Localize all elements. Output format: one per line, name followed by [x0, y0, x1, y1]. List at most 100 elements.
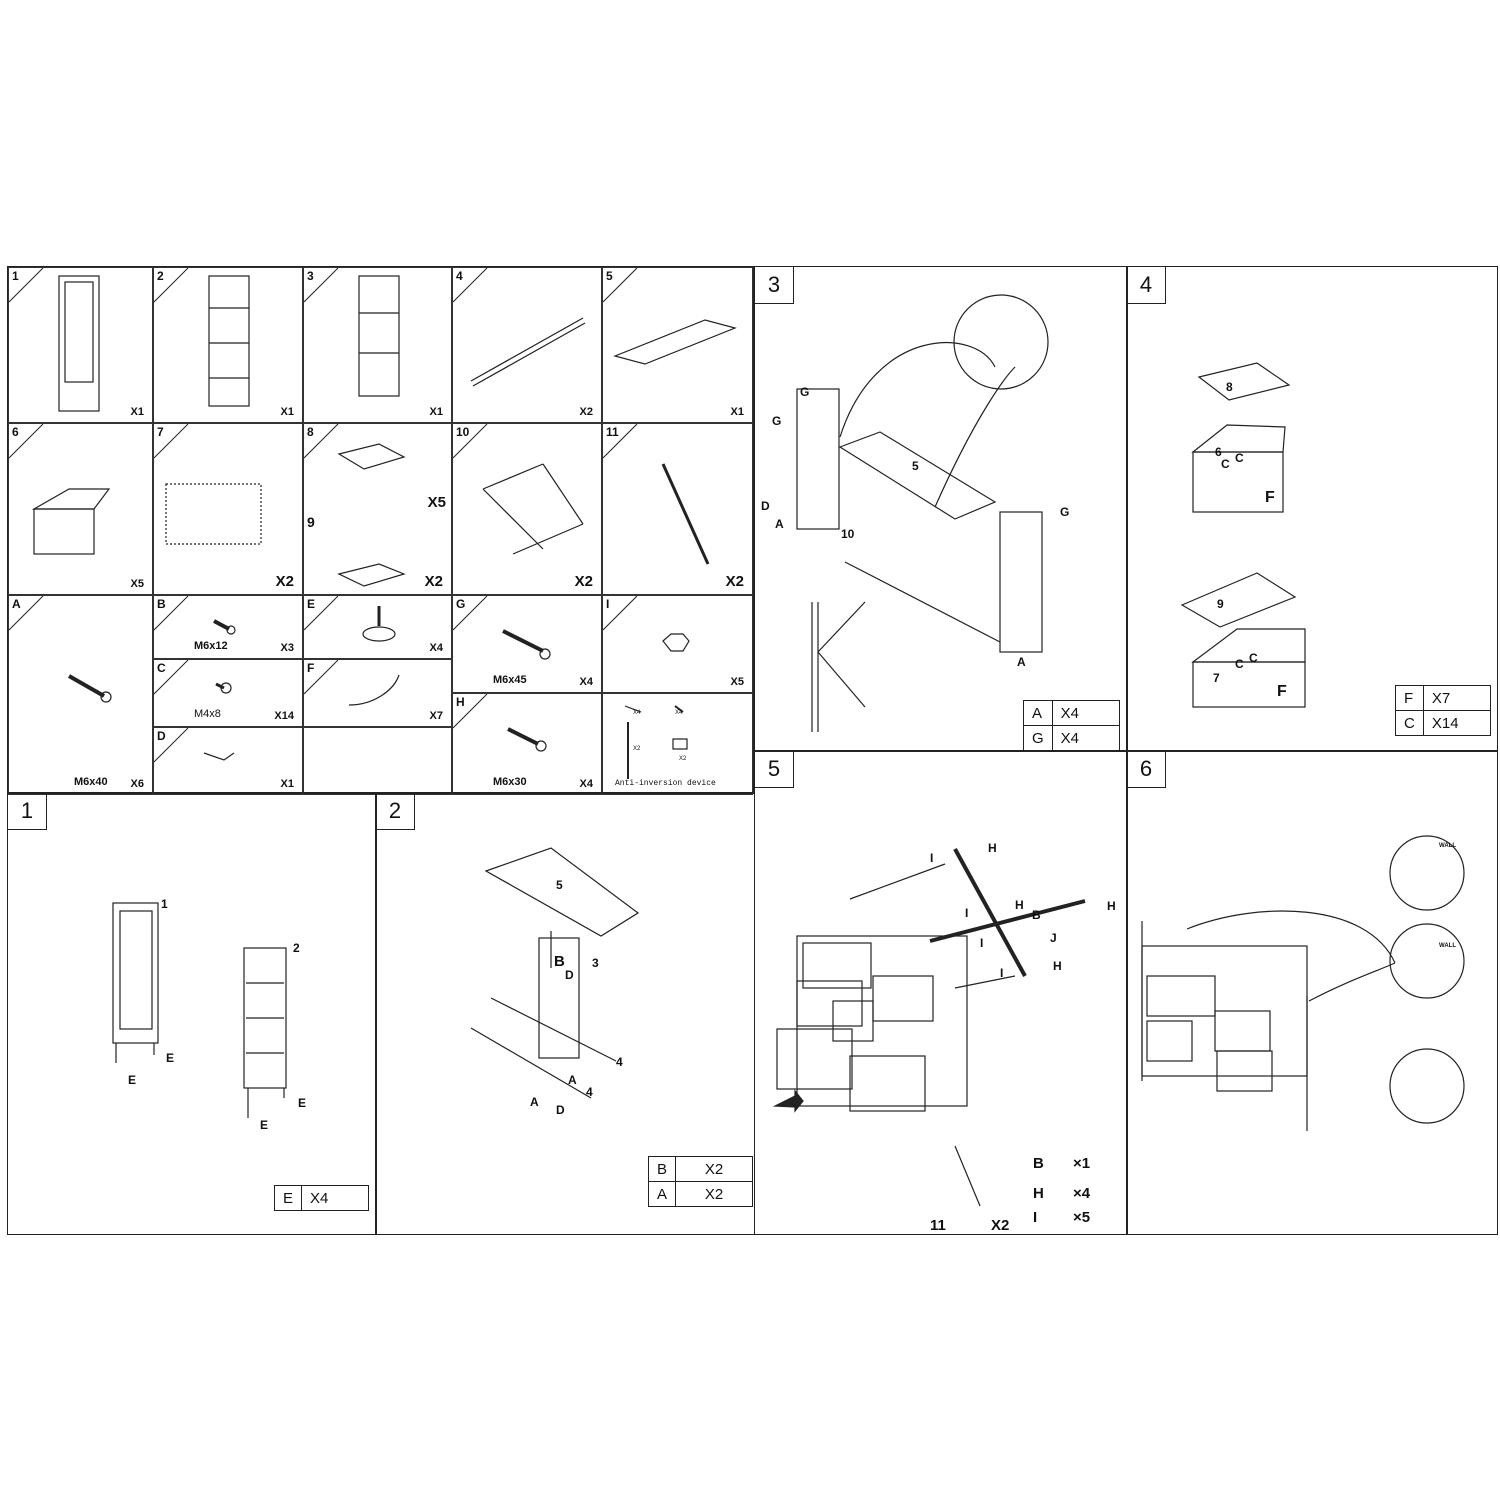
wall-anchor-illustration — [1141, 835, 1465, 1131]
part-drawing — [165, 483, 262, 545]
step-number: 5 — [755, 751, 794, 788]
hardware-qty: ×4 — [1073, 1185, 1091, 1202]
corner-slash — [304, 660, 339, 695]
part-qty: X1 — [429, 406, 443, 418]
hardware-spec: M6x40 — [74, 776, 108, 788]
hardware-qty: X4 — [1051, 725, 1120, 751]
hardware-label: H — [1015, 898, 1024, 912]
hardware-label: D — [761, 499, 770, 513]
part-number: 7 — [157, 425, 164, 439]
hardware-label: G — [800, 385, 810, 399]
part-qty: X1 — [130, 406, 144, 418]
part-qty: X5 — [427, 494, 446, 511]
part-number: 6 — [12, 425, 19, 439]
part-qty: X2 — [579, 406, 593, 418]
hardware-label: C — [1235, 657, 1244, 671]
corner-slash — [453, 424, 488, 459]
part-qty: X2 — [679, 756, 687, 762]
step-number: 6 — [1127, 751, 1166, 788]
empty-cell — [303, 727, 452, 795]
part-number: 3 — [307, 269, 314, 283]
part-qty: X2 — [424, 573, 443, 590]
part-drawing — [362, 606, 396, 642]
hardware-qty: X6 — [130, 778, 144, 790]
part-label: 7 — [1213, 671, 1220, 685]
hardware-spec: M4x8 — [194, 708, 221, 720]
corner-slash — [154, 660, 189, 695]
part-qty: X5 — [130, 578, 144, 590]
part-number: 9 — [307, 514, 315, 530]
corner-slash — [603, 268, 638, 303]
part-drawing — [348, 674, 400, 706]
hardware-id: G — [1023, 725, 1053, 751]
part-number: 11 — [606, 425, 619, 439]
part-drawing — [470, 317, 586, 387]
hardware-id: F — [1395, 685, 1424, 711]
corner-slash — [304, 268, 339, 303]
hardware-label: J — [1050, 931, 1057, 945]
part-drawing — [58, 275, 100, 412]
hardware-qty: ×1 — [1073, 1155, 1091, 1172]
hardware-qty: X3 — [280, 642, 294, 654]
wall-label: WALL — [1439, 843, 1456, 849]
hardware-label: G — [1060, 505, 1070, 519]
hardware-id: B — [647, 1156, 677, 1182]
hardware-spec: M6x45 — [493, 674, 527, 686]
step-number: 2 — [376, 793, 415, 830]
hardware-label: E — [298, 1096, 307, 1110]
part-drawing — [208, 275, 250, 407]
hardware-id: C — [1395, 710, 1424, 736]
part-label: 3 — [592, 956, 599, 970]
hardware-label: C — [1235, 451, 1244, 465]
part-drawing — [337, 443, 406, 587]
step-number: 1 — [8, 793, 47, 830]
hardware-spec: M6x12 — [194, 640, 228, 652]
step-5-panel: 5 I H I H B J H I I H 11 X2 B×1 H×4 I×5 — [754, 750, 1128, 1235]
part-qty: X2 — [574, 573, 593, 590]
hardware-label: I — [965, 906, 969, 920]
part-label: 5 — [912, 459, 919, 473]
corner-slash — [9, 268, 44, 303]
hardware-qty: X14 — [274, 710, 294, 722]
hardware-label: E — [260, 1118, 269, 1132]
corner-slash — [453, 596, 488, 631]
hardware-label: D — [565, 968, 574, 982]
part-label: 10 — [841, 527, 855, 541]
hardware-label: E — [128, 1073, 137, 1087]
corner-slash — [9, 596, 44, 631]
step-number: 3 — [755, 267, 794, 304]
part-drawing — [613, 319, 737, 365]
hardware-qty: X2 — [675, 1181, 754, 1207]
corner-slash — [304, 424, 339, 459]
hardware-label: G — [772, 414, 782, 428]
part-drawing — [68, 674, 112, 703]
corner-slash — [453, 268, 488, 303]
hardware-id: G — [456, 597, 466, 611]
part-label: 2 — [293, 941, 300, 955]
part-label: 6 — [1215, 445, 1222, 459]
hardware-label: I — [930, 851, 934, 865]
hardware-qty: X7 — [429, 710, 443, 722]
hardware-id: C — [157, 661, 166, 675]
hardware-id: A — [647, 1181, 677, 1207]
part-drawing — [502, 629, 551, 660]
side-frames-illustration — [112, 902, 287, 1118]
corner-slash — [304, 596, 339, 631]
part-drawing — [213, 619, 236, 635]
